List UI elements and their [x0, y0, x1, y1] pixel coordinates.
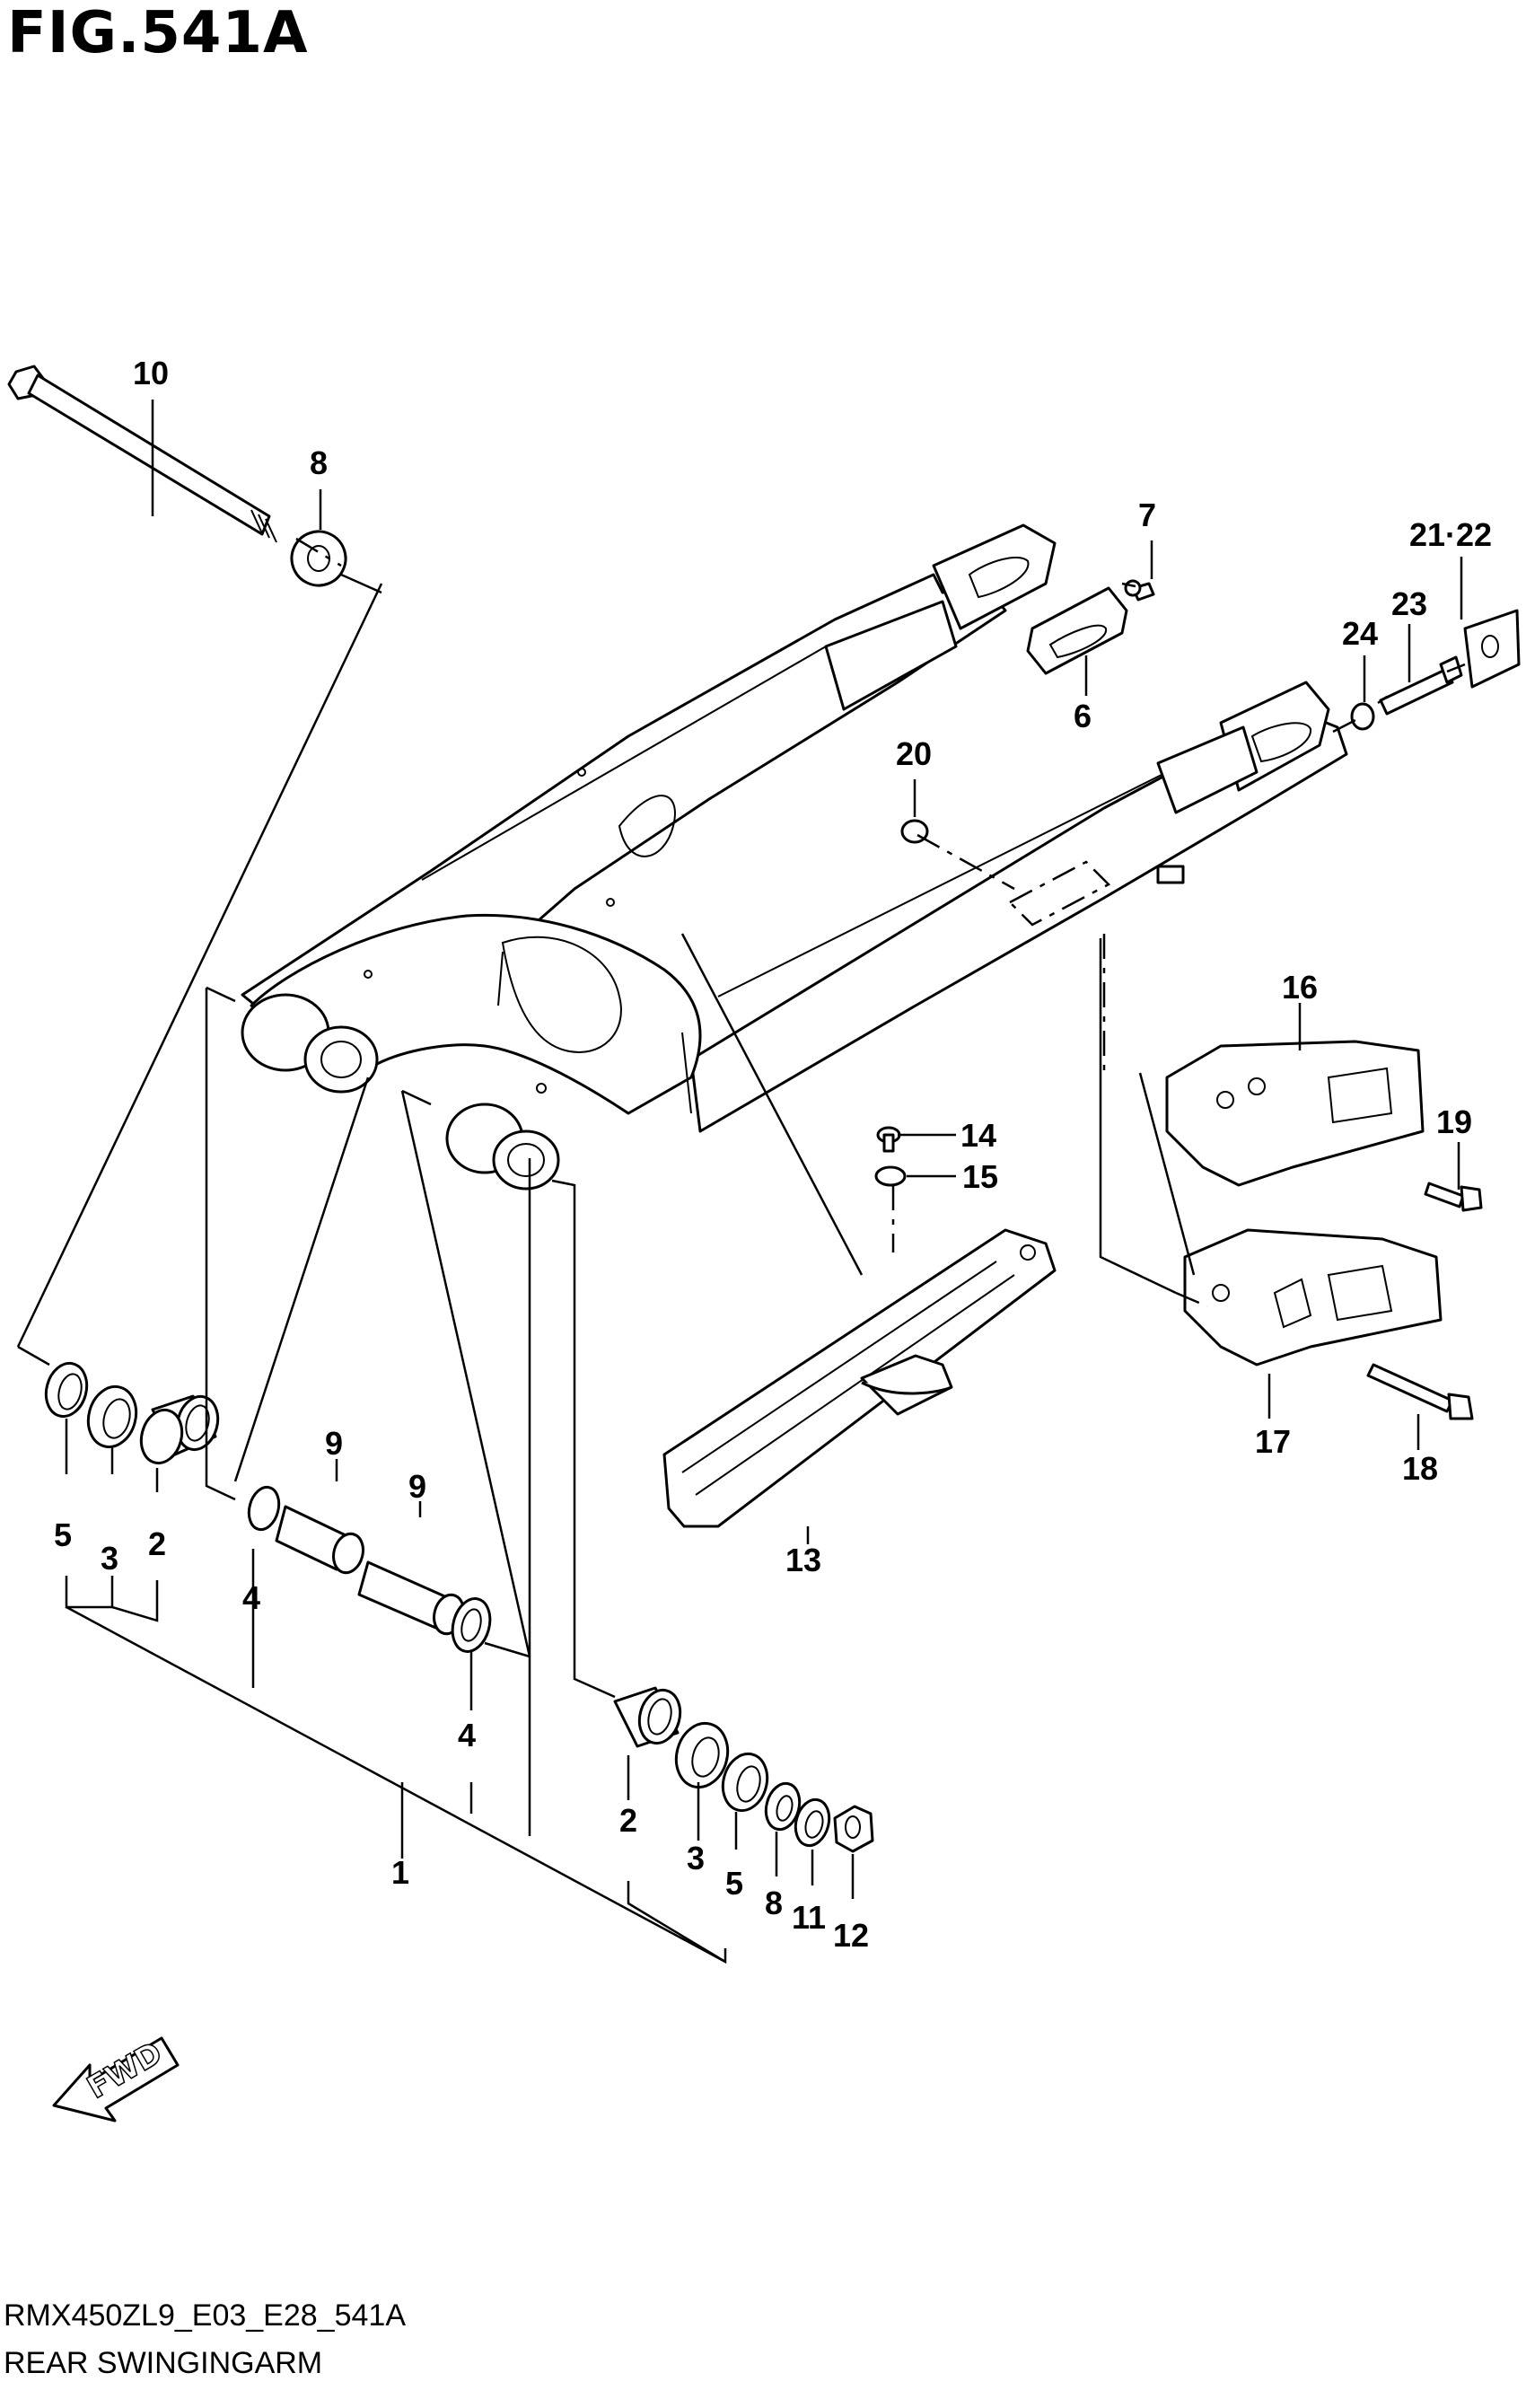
callout-7: 7 — [1138, 497, 1156, 533]
chain-slider — [662, 1228, 1057, 1528]
callout-14: 14 — [960, 1117, 996, 1154]
swingarm-body — [241, 523, 1348, 1191]
callout-24: 24 — [1342, 615, 1378, 652]
right-bearing-stack — [613, 1686, 874, 1853]
fwd-arrow: FWD — [52, 2034, 180, 2122]
callout-8-right: 8 — [765, 1885, 783, 1921]
model-code: RMX450ZL9_E03_E28_541A — [4, 2298, 406, 2333]
left-bearing-stack — [44, 1361, 220, 1465]
adjuster-nut — [1350, 702, 1375, 731]
adjuster-plate — [1026, 586, 1128, 675]
callout-18: 18 — [1402, 1450, 1438, 1487]
callout-11: 11 — [792, 1899, 826, 1936]
callout-19: 19 — [1436, 1103, 1472, 1140]
callout-17: 17 — [1255, 1423, 1291, 1460]
callout-6: 6 — [1074, 698, 1092, 734]
callout-12: 12 — [833, 1917, 869, 1954]
callout-3-right: 3 — [687, 1840, 705, 1876]
guide-bolt-short — [1424, 1182, 1483, 1212]
guide-bolt-long — [1366, 1363, 1474, 1420]
callout-5-right: 5 — [725, 1865, 743, 1902]
callout-5-left: 5 — [54, 1516, 72, 1553]
callout-9-a: 9 — [325, 1425, 343, 1462]
callout-3-left: 3 — [101, 1540, 118, 1577]
callout-10: 10 — [133, 355, 169, 391]
dashed-assembly-lines — [295, 537, 1466, 1308]
callout-4-right: 4 — [458, 1717, 476, 1753]
slider-screw — [876, 1126, 901, 1153]
washer-top — [290, 530, 347, 587]
callout-23: 23 — [1391, 585, 1427, 622]
callout-8-washer: 8 — [310, 444, 328, 481]
leader-lines — [16, 400, 1463, 1964]
callout-1: 1 — [391, 1854, 409, 1891]
callout-13: 13 — [785, 1542, 821, 1578]
callout-4-left: 4 — [242, 1579, 260, 1616]
callout-15: 15 — [962, 1158, 998, 1195]
pivot-shaft — [7, 365, 277, 543]
chain-guide — [1165, 1040, 1443, 1367]
callout-labels: 10 8 7 21·22 23 24 6 20 16 14 15 19 5 3 … — [54, 355, 1492, 1954]
adjuster-bolt — [1379, 655, 1463, 716]
slider-washer — [874, 1165, 907, 1187]
figure-name: REAR SWINGINGARM — [4, 2346, 323, 2380]
callout-2-left: 2 — [148, 1525, 166, 1562]
small-bolt — [1124, 579, 1155, 602]
callout-2-right: 2 — [619, 1802, 637, 1839]
callout-16: 16 — [1282, 969, 1318, 1006]
callout-9-b: 9 — [408, 1468, 426, 1505]
adjuster-block — [1463, 609, 1521, 689]
callout-20: 20 — [896, 735, 932, 772]
center-spacers — [247, 1485, 492, 1653]
figure-title: FIG.541A — [7, 0, 309, 66]
callout-21-22: 21·22 — [1409, 516, 1492, 553]
